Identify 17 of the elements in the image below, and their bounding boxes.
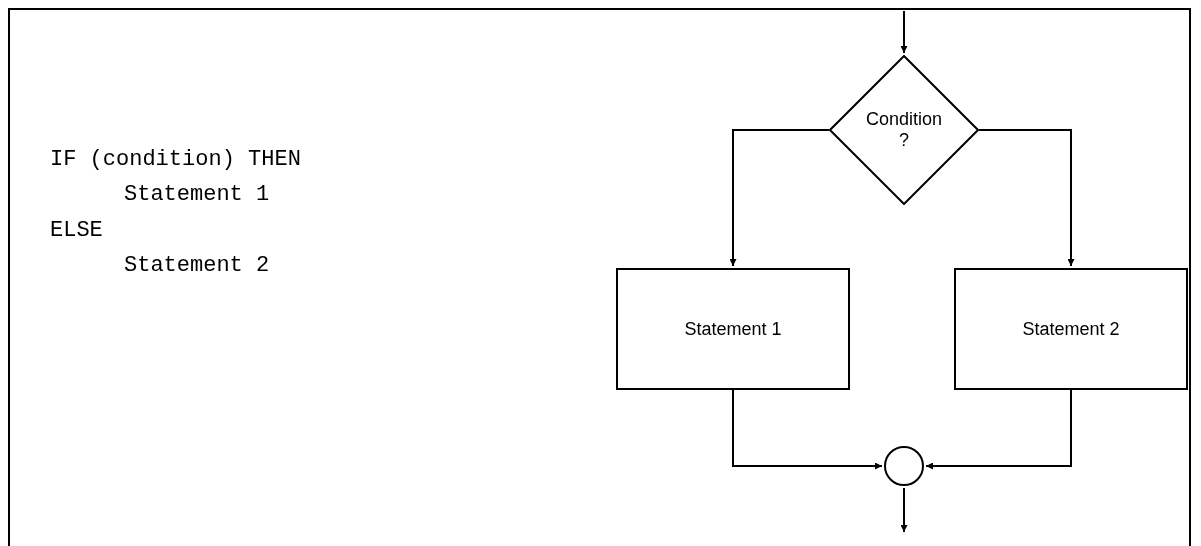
node-label: Statement 2: [1022, 318, 1120, 340]
arrow: [978, 129, 1075, 267]
code-line: Statement 1: [124, 182, 270, 207]
arrow: [900, 10, 908, 54]
arrow: [900, 487, 908, 533]
process-box: [954, 268, 1188, 390]
connector-circle: [884, 446, 924, 486]
arrow: [729, 129, 830, 267]
node-label: Condition ?: [865, 109, 943, 151]
code-line: IF (condition) THEN: [50, 147, 301, 172]
arrow: [925, 389, 1072, 470]
code-line: ELSE: [50, 218, 103, 243]
node-label: Statement 1: [684, 318, 782, 340]
code-line: Statement 2: [124, 253, 270, 278]
process-box: [616, 268, 850, 390]
arrow: [732, 389, 883, 470]
decision-diamond: [829, 55, 979, 205]
